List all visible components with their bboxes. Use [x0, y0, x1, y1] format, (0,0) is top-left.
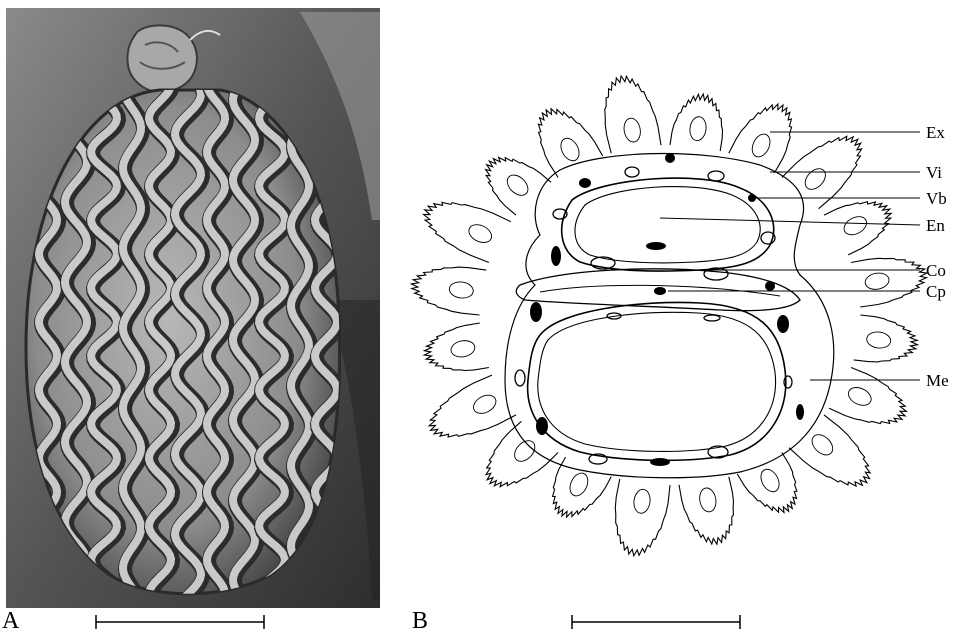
- exotesta-pocket: [749, 131, 774, 160]
- exotesta-pocket: [846, 384, 875, 409]
- exotesta-pocket: [557, 135, 582, 164]
- panel-b-cross-section-diagram: [411, 76, 926, 556]
- exotesta-pocket: [757, 466, 782, 495]
- exotesta-lobe: [553, 457, 612, 517]
- label-ex: Ex: [926, 123, 945, 142]
- label-vb: Vb: [926, 189, 947, 208]
- exotesta-pocket: [503, 171, 531, 199]
- scale-bar-a: [96, 615, 264, 629]
- panel-a-seed-photograph: [6, 8, 380, 608]
- exotesta-lobe: [737, 453, 797, 513]
- exotesta-pocket: [450, 339, 476, 359]
- exotesta-lobe: [429, 375, 516, 437]
- exotesta-pocket: [698, 487, 718, 513]
- vascular-outlines: [515, 167, 792, 464]
- label-en: En: [926, 216, 945, 235]
- embryo-lower-inner: [538, 312, 776, 451]
- exotesta-lobe: [670, 94, 723, 151]
- label-cp: Cp: [926, 282, 946, 301]
- panel-letter-a: A: [2, 609, 19, 633]
- exotesta-lobe: [789, 415, 870, 486]
- endosperm-upper-outer: [562, 178, 774, 271]
- exotesta-pocket: [448, 280, 474, 299]
- exotesta-pocket: [808, 431, 836, 459]
- exotesta-lobe: [729, 104, 792, 173]
- exotesta-lobe: [486, 421, 558, 486]
- exotesta-lobe: [854, 315, 918, 362]
- exotesta-pocket: [622, 117, 642, 143]
- exotesta-pocket: [841, 213, 870, 238]
- scale-bar-b: [572, 615, 740, 629]
- label-co: Co: [926, 261, 946, 280]
- exotesta-pocket: [632, 488, 651, 514]
- structure-labels: Ex Vi Vb En Co Cp Me: [926, 123, 949, 390]
- exotesta-lobe: [679, 477, 734, 545]
- exotesta-lobe: [829, 368, 906, 424]
- exotesta-pocket: [466, 221, 495, 246]
- exotesta-pocket: [470, 392, 499, 417]
- exotesta-lobe: [538, 109, 602, 178]
- exotesta-pocket: [688, 116, 707, 142]
- exotesta-pocket: [567, 470, 592, 499]
- exotesta-pocket: [864, 271, 890, 291]
- exotesta-lobe: [424, 323, 489, 371]
- panel-letter-b: B: [412, 609, 428, 633]
- exotesta-pocket: [801, 165, 829, 193]
- endosperm-upper-inner: [575, 187, 760, 263]
- label-me: Me: [926, 371, 949, 390]
- exotesta-lobe: [486, 157, 551, 215]
- label-vi: Vi: [926, 163, 942, 182]
- exotesta-lobe: [615, 479, 670, 556]
- exotesta-lobe: [411, 267, 486, 315]
- exotesta-lobes: [411, 76, 926, 556]
- exotesta-lobe: [424, 202, 511, 262]
- exotesta-lobe: [824, 202, 891, 255]
- exotesta-pocket: [866, 330, 892, 349]
